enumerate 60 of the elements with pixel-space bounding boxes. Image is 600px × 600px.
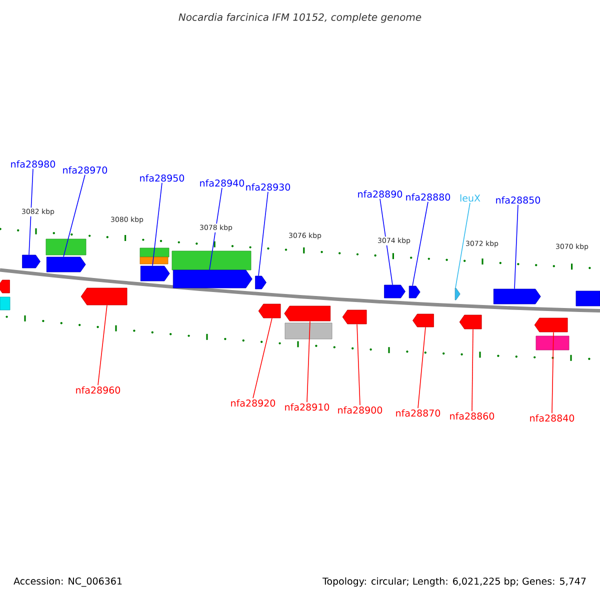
leader-line: [98, 304, 108, 386]
gene-label: nfa28980: [11, 160, 56, 168]
feature-bar: [536, 336, 570, 350]
feature-bar: [576, 290, 600, 306]
leader-line: [209, 187, 222, 270]
gene-label: nfa28860: [450, 412, 494, 420]
gene-label: nfa28890: [358, 190, 402, 198]
leader-line: [455, 202, 470, 288]
title: Nocardia farcinica IFM 10152, complete genome: [178, 13, 422, 23]
gene-glyph: [284, 306, 331, 322]
leader-line: [514, 204, 518, 290]
gene-label: nfa28950: [140, 174, 184, 182]
gene-label: nfa28840: [530, 414, 574, 422]
footer-text: Topology: circular; Length: 6,021,225 bp; Genes: 5,747: [322, 577, 586, 587]
gene-glyph: [493, 288, 541, 304]
gene-glyph: [384, 284, 406, 298]
leader-line: [552, 332, 554, 414]
gene-glyph: [534, 318, 568, 332]
feature-bar: [0, 296, 10, 310]
leader-line: [418, 326, 426, 409]
leader-line: [28, 168, 34, 256]
gene-glyph: [255, 276, 266, 290]
gene-label: nfa28970: [63, 166, 108, 174]
gene-glyph: [0, 280, 10, 294]
leader-line: [306, 320, 310, 403]
leader-line: [252, 318, 272, 399]
gene-label: nfa28920: [231, 399, 276, 407]
leader-line: [472, 328, 474, 412]
gene-label: nfa28880: [406, 193, 450, 201]
gene-glyph: [172, 270, 252, 288]
gene-glyph: [258, 304, 281, 318]
gene-glyph: [342, 310, 367, 324]
gene-label: nfa28930: [246, 183, 290, 191]
leader-line: [63, 174, 86, 258]
leader-line: [380, 198, 393, 286]
leader-line: [412, 201, 428, 286]
feature-bar: [46, 238, 86, 256]
gene-glyph: [140, 266, 170, 282]
gene-label: nfa28910: [285, 403, 330, 411]
gene-glyph: [22, 254, 40, 268]
leader-line: [152, 182, 162, 266]
leader-line: [258, 191, 268, 276]
gene-glyph: [412, 314, 434, 328]
gene-glyph: [408, 286, 420, 298]
feature-bar: [172, 250, 252, 270]
gene-label: leuX: [460, 194, 480, 202]
feature-bar: [140, 248, 170, 258]
gene-label: nfa28850: [496, 196, 540, 204]
footer-text: Accession: NC_006361: [14, 577, 122, 587]
gene-label: nfa28940: [200, 179, 244, 187]
gene-label: nfa28960: [76, 386, 120, 394]
feature-bar: [284, 322, 332, 340]
gene-glyph: [454, 288, 460, 300]
gene-label: nfa28870: [396, 409, 440, 417]
feature-bar: [140, 256, 168, 264]
leader-line: [356, 324, 360, 406]
gene-glyph: [80, 288, 128, 306]
gene-glyph: [459, 314, 482, 330]
gene-glyph: [46, 256, 86, 272]
gene-label: nfa28900: [338, 406, 382, 414]
